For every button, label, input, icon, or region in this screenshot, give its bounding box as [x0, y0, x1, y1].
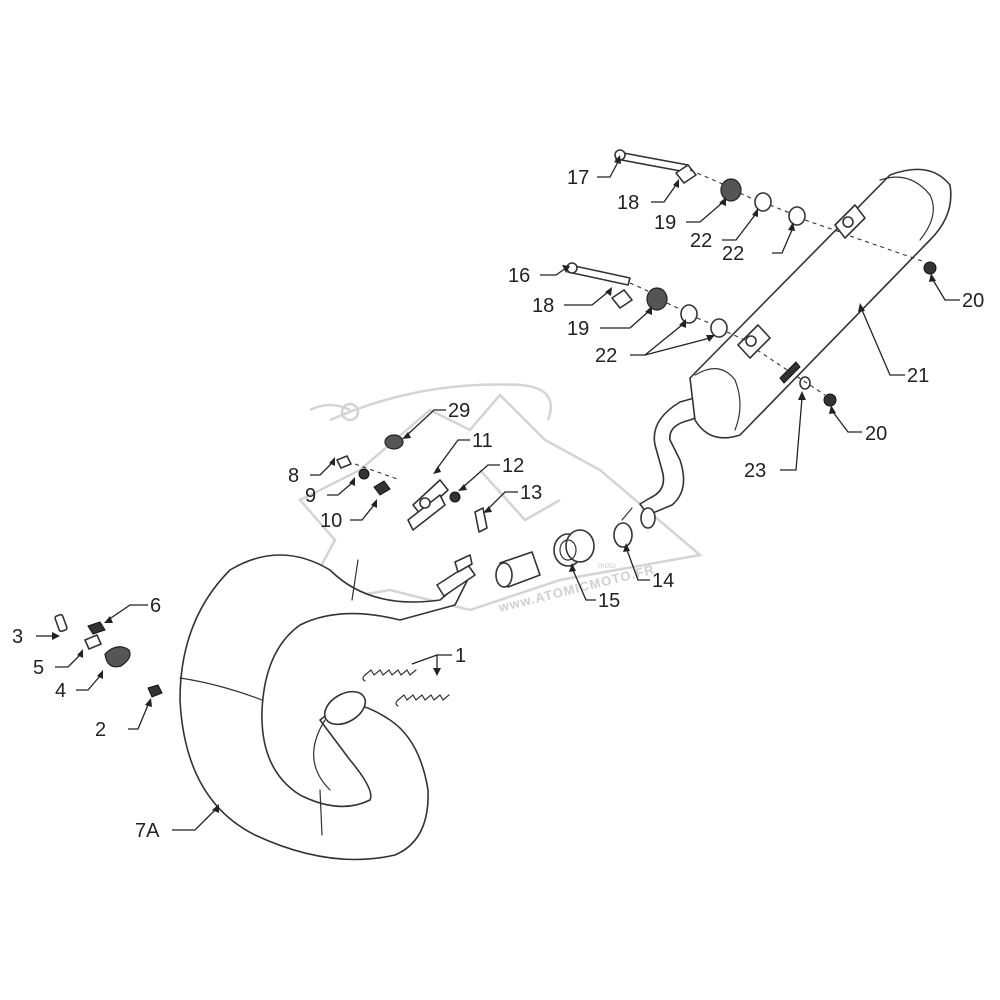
callout-23: 23: [744, 460, 766, 482]
assembly-lines: [354, 169, 926, 481]
silencer-mount-bolt-lower[interactable]: [566, 262, 631, 286]
callout-6: 6: [150, 595, 161, 617]
exhaust-spring[interactable]: [362, 669, 450, 707]
callout-19-upper: 19: [654, 212, 676, 234]
o-ring[interactable]: [613, 507, 633, 548]
callout-21: 21: [907, 365, 929, 387]
callout-17: 17: [567, 167, 589, 189]
callout-22-lower: 22: [595, 345, 617, 367]
callout-14: 14: [652, 570, 674, 592]
callout-4: 4: [55, 680, 66, 702]
watermark-brand: moto: [598, 561, 616, 570]
callout-5: 5: [33, 657, 44, 679]
heat-shield-hardware[interactable]: [336, 434, 488, 533]
callout-19-lower: 19: [567, 318, 589, 340]
callout-1: 1: [455, 645, 466, 667]
callout-13: 13: [520, 482, 542, 504]
exhaust-coupler[interactable]: [495, 529, 595, 588]
callout-29: 29: [448, 400, 470, 422]
callout-20-lower: 20: [865, 423, 887, 445]
chamber-mount-tab: [436, 554, 476, 597]
callout-18-lower: 18: [532, 295, 554, 317]
heat-shield-bracket[interactable]: [407, 479, 449, 531]
leader-lines: [36, 155, 960, 831]
callout-12: 12: [502, 455, 524, 477]
silencer-mount-collars[interactable]: [611, 164, 937, 407]
callout-15: 15: [598, 590, 620, 612]
callout-8: 8: [288, 465, 299, 487]
callout-22-upper-b: 22: [722, 243, 744, 265]
mount-hardware-left[interactable]: [54, 613, 163, 698]
silencer-mount-bolt-upper[interactable]: [614, 149, 689, 173]
callout-11: 11: [472, 430, 493, 452]
callout-22-upper-a: 22: [690, 230, 712, 252]
expansion-chamber[interactable]: [179, 554, 471, 861]
callout-3: 3: [12, 626, 23, 648]
callout-9: 9: [305, 485, 316, 507]
callout-10: 10: [320, 510, 342, 532]
callout-7a: 7A: [135, 820, 160, 842]
callout-18-upper: 18: [617, 192, 639, 214]
callout-2: 2: [95, 719, 106, 741]
callout-labels: 1 2 3 4 5 6 7A 8 9 10 11 12 13 14 15 16 …: [12, 167, 984, 842]
callout-20-upper: 20: [962, 290, 984, 312]
callout-16: 16: [508, 265, 530, 287]
silencer[interactable]: [689, 168, 952, 439]
